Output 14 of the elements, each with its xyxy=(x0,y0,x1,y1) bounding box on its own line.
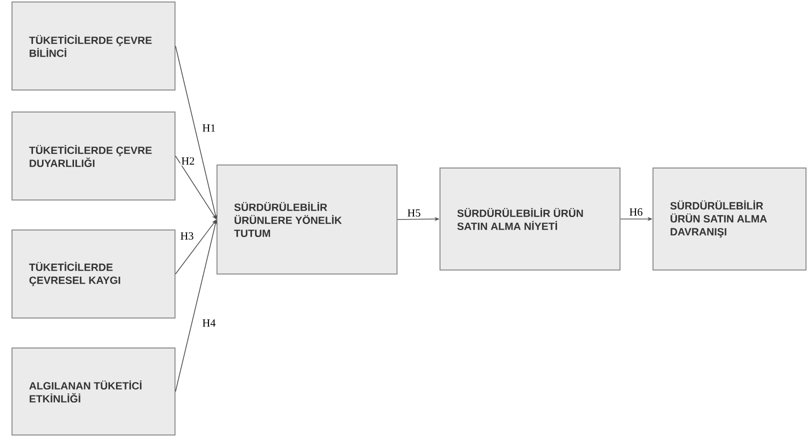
process-box: TÜKETİCİLERDE ÇEVRE BİLİNCİ xyxy=(12,2,176,90)
process-box: TÜKETİCİLERDE ÇEVRE DUYARLILIĞI xyxy=(12,112,176,200)
process-box: SÜRDÜRÜLEBİLİR ÜRÜN SATIN ALMA DAVRANIŞI xyxy=(652,168,806,270)
arrow xyxy=(175,220,216,274)
edge-label: H1 xyxy=(201,123,217,133)
process-box: SÜRDÜRÜLEBİLİR ÜRÜNLERE YÖNELİK TUTUM xyxy=(216,164,398,274)
edge-label: H2 xyxy=(180,156,196,166)
process-box: ALGILANAN TÜKETİCİ ETKİNLİĞİ xyxy=(12,347,176,436)
process-box: SÜRDÜRÜLEBİLİR ÜRÜN SATIN ALMA NİYETİ xyxy=(440,168,620,270)
process-box: TÜKETİCİLERDE ÇEVRESEL KAYGI xyxy=(12,230,176,318)
edge-label: H5 xyxy=(406,208,422,218)
edge-label: H3 xyxy=(179,231,195,241)
edge-label: H4 xyxy=(201,318,217,328)
edge-label: H6 xyxy=(628,207,644,217)
